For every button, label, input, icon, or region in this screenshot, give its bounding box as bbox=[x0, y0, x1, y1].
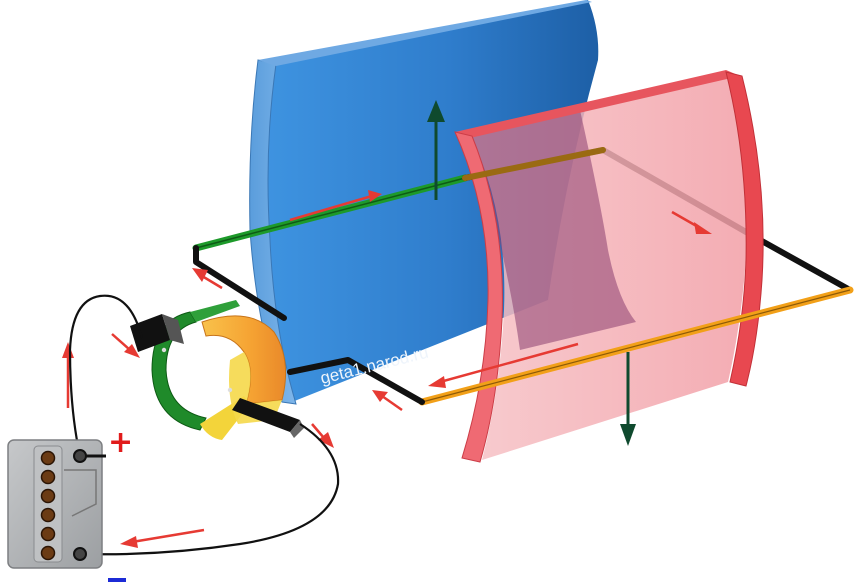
lead-positive bbox=[68, 294, 144, 457]
armature-loop-front bbox=[287, 147, 854, 406]
north-magnet-top-edge bbox=[258, 0, 592, 66]
current-arrow-top-wire bbox=[289, 190, 382, 222]
lead-negative bbox=[81, 423, 340, 556]
south-magnet-top-edge bbox=[455, 70, 740, 138]
battery-negative-terminal bbox=[73, 547, 87, 561]
commutator-orange-half bbox=[201, 315, 287, 405]
force-arrow-down bbox=[620, 352, 636, 446]
current-arrow-minus-lead bbox=[120, 528, 205, 548]
force-arrow-up bbox=[427, 100, 445, 200]
current-arrow-left-riser bbox=[192, 268, 223, 290]
current-arrow-brush-out bbox=[311, 423, 334, 448]
plus-sign: + bbox=[108, 425, 133, 460]
brush-left bbox=[130, 314, 184, 352]
battery-leads bbox=[68, 294, 340, 556]
current-arrow-brush-in bbox=[111, 333, 140, 358]
north-magnet-rim bbox=[249, 59, 297, 405]
minus-sign-mark bbox=[108, 578, 126, 582]
south-magnet-right-rim bbox=[725, 71, 764, 387]
south-magnet-left-rim bbox=[454, 131, 503, 463]
battery-positive-terminal bbox=[73, 449, 87, 463]
battery bbox=[7, 439, 106, 569]
current-arrows bbox=[62, 190, 712, 548]
current-arrow-bottom-wire bbox=[428, 342, 579, 388]
current-arrow-right-wire bbox=[671, 210, 712, 234]
loop-front-left-wire bbox=[287, 357, 425, 405]
south-magnet-pole bbox=[454, 70, 764, 463]
loop-left-wire bbox=[193, 245, 287, 321]
battery-cells bbox=[40, 450, 56, 561]
current-arrow-front-left bbox=[372, 390, 403, 412]
